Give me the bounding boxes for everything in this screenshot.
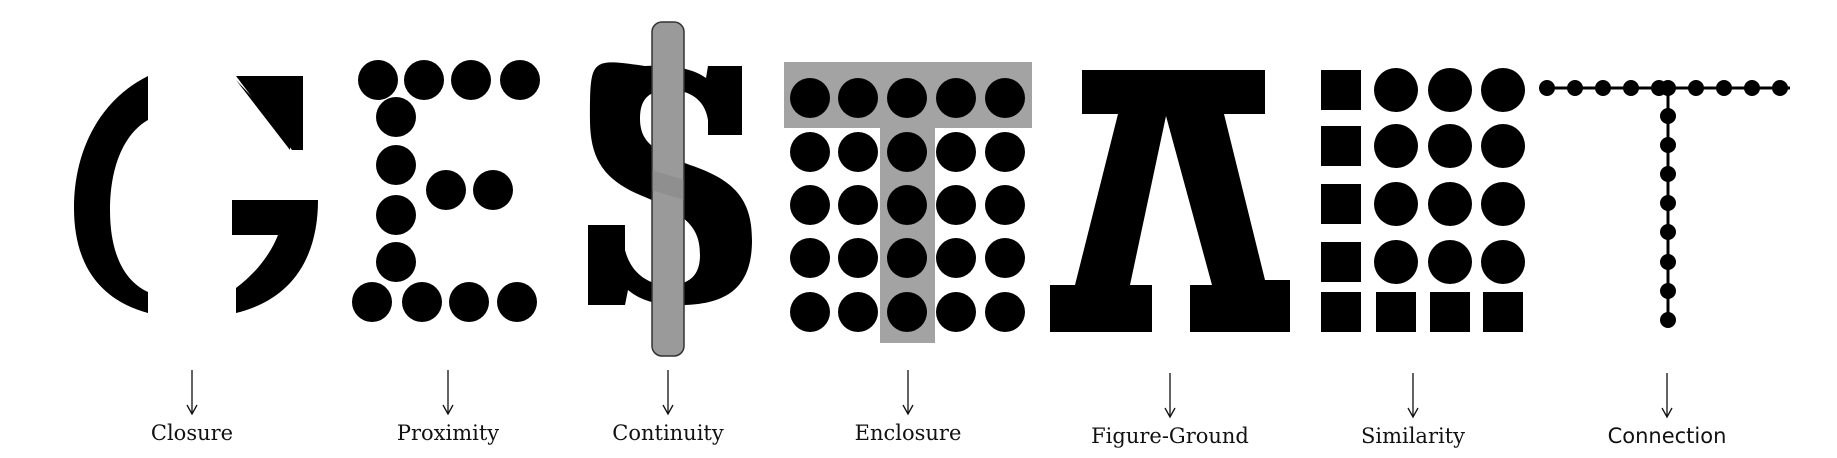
connection-dot <box>1539 80 1555 96</box>
connection-arrow <box>1661 373 1673 419</box>
proximity-arrow <box>442 370 454 416</box>
proximity-dot <box>473 170 513 210</box>
proximity-dot <box>500 60 540 100</box>
proximity-dot <box>376 242 416 282</box>
proximity-dot <box>451 60 491 100</box>
similarity-square <box>1321 242 1361 282</box>
enclosure-dot <box>838 78 878 118</box>
connection-dot <box>1623 80 1639 96</box>
enclosure-dot <box>985 132 1025 172</box>
similarity-circle <box>1481 68 1525 112</box>
enclosure-dot <box>790 238 830 278</box>
enclosure-label: Enclosure <box>855 421 962 445</box>
continuity-bar <box>651 21 685 357</box>
connection-dot <box>1660 283 1676 299</box>
continuity-label: Continuity <box>612 421 724 445</box>
proximity-dot <box>376 145 416 185</box>
enclosure-dot <box>838 185 878 225</box>
similarity-square <box>1430 292 1470 332</box>
enclosure-dot <box>936 238 976 278</box>
similarity-circle <box>1428 182 1472 226</box>
connection-dot <box>1772 80 1788 96</box>
enclosure-dot <box>936 78 976 118</box>
connection-dot <box>1660 254 1676 270</box>
connection-dot <box>1660 195 1676 211</box>
proximity-dot <box>449 282 489 322</box>
continuity-arrow <box>662 370 674 416</box>
connection-dot <box>1716 80 1732 96</box>
enclosure-dot <box>790 185 830 225</box>
proximity-dot <box>497 282 537 322</box>
figure-ground-label: Figure-Ground <box>1091 424 1249 448</box>
similarity-arrow <box>1407 373 1419 419</box>
similarity-circle <box>1374 68 1418 112</box>
enclosure-dot <box>790 132 830 172</box>
connection-dot <box>1744 80 1760 96</box>
proximity-dot <box>352 282 392 322</box>
enclosure-arrow <box>902 370 914 416</box>
closure-arrow <box>186 370 198 416</box>
similarity-label: Similarity <box>1361 424 1465 448</box>
enclosure-dot <box>838 132 878 172</box>
similarity-circle <box>1374 182 1418 226</box>
similarity-square <box>1321 126 1361 166</box>
enclosure-dot <box>985 292 1025 332</box>
proximity-dot <box>402 282 442 322</box>
connection-dot <box>1688 80 1704 96</box>
connection-dot <box>1660 224 1676 240</box>
similarity-square <box>1321 292 1361 332</box>
proximity-dot <box>376 97 416 137</box>
enclosure-dot <box>838 238 878 278</box>
similarity-circle <box>1481 182 1525 226</box>
similarity-circle <box>1481 240 1525 284</box>
closure-label: Closure <box>151 421 233 445</box>
proximity-dot <box>358 60 398 100</box>
enclosure-dot <box>887 238 927 278</box>
similarity-square <box>1483 292 1523 332</box>
enclosure-dot <box>985 185 1025 225</box>
similarity-square <box>1321 70 1361 110</box>
enclosure-dot <box>790 78 830 118</box>
similarity-circle <box>1481 124 1525 168</box>
enclosure-dot <box>936 292 976 332</box>
enclosure-dot <box>790 292 830 332</box>
proximity-dot <box>404 60 444 100</box>
connection-dot <box>1567 80 1583 96</box>
enclosure-dot <box>887 78 927 118</box>
enclosure-dot <box>936 132 976 172</box>
connection-dot <box>1660 312 1676 328</box>
connection-dot <box>1595 80 1611 96</box>
proximity-letter-e <box>352 60 540 322</box>
similarity-square <box>1376 292 1416 332</box>
similarity-circle <box>1374 124 1418 168</box>
connection-letter-t <box>1539 80 1790 328</box>
proximity-label: Proximity <box>397 421 499 445</box>
connection-label: Connection <box>1608 424 1727 448</box>
enclosure-dot <box>887 132 927 172</box>
enclosure-dot <box>936 185 976 225</box>
similarity-square <box>1321 184 1361 224</box>
connection-dot <box>1660 80 1676 96</box>
proximity-dot <box>426 170 466 210</box>
similarity-circle <box>1428 124 1472 168</box>
enclosure-dot <box>985 238 1025 278</box>
enclosure-dot <box>838 292 878 332</box>
similarity-circle <box>1374 240 1418 284</box>
connection-dot <box>1660 137 1676 153</box>
similarity-circle <box>1428 240 1472 284</box>
proximity-dot <box>376 195 416 235</box>
continuity-letter-s <box>588 21 752 357</box>
connection-dot <box>1660 166 1676 182</box>
enclosure-letter-t <box>784 62 1032 343</box>
closure-letter-g <box>74 76 318 313</box>
figure-ground-letter-a <box>1050 70 1290 332</box>
enclosure-dot <box>985 78 1025 118</box>
similarity-circle <box>1428 68 1472 112</box>
enclosure-dot <box>887 292 927 332</box>
connection-dot <box>1660 108 1676 124</box>
figure-ground-arrow <box>1164 373 1176 419</box>
enclosure-dot <box>887 185 927 225</box>
similarity-letter-l <box>1321 68 1525 332</box>
